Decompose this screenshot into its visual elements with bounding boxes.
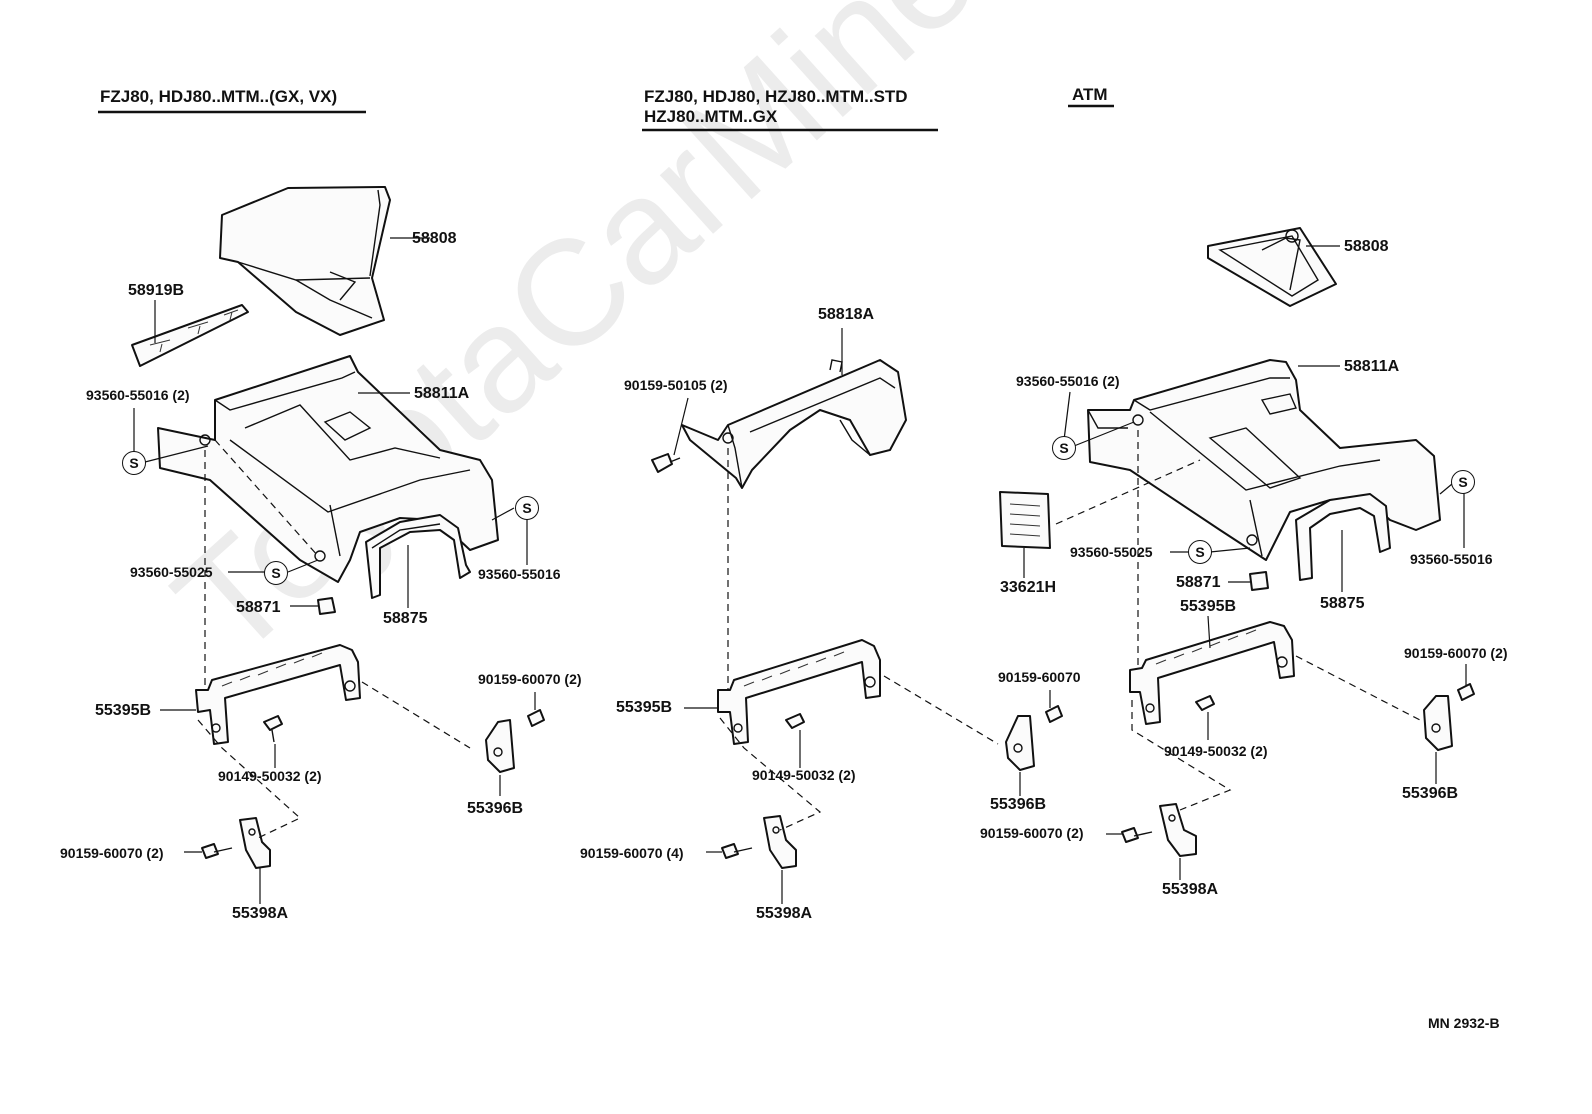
label-55395b-left: 55395B: [95, 702, 152, 719]
middle-section-heading-line1: FZJ80, HDJ80, HZJ80..MTM..STD: [644, 87, 908, 106]
left-plate-58919b: [131, 304, 249, 367]
label-58818a: 58818A: [818, 306, 875, 323]
middle-bolt-90159-60070: [1045, 705, 1063, 723]
diagram-code: MN 2932-B: [1428, 1015, 1500, 1031]
right-bolt-90159-a: [1457, 683, 1475, 701]
left-bracket-55395b: [195, 644, 361, 745]
label-58871-left: 58871: [236, 599, 281, 616]
label-58871-right: 58871: [1176, 574, 1221, 591]
label-93560-55016-right: 93560-55016: [1410, 551, 1493, 567]
label-58811a-right: 58811A: [1344, 358, 1400, 375]
middle-bolt-90159-60070-4: [721, 843, 753, 859]
label-55395b-right: 55395B: [1180, 598, 1237, 615]
label-90159-60070-2-right-a: 90159-60070 (2): [1404, 645, 1508, 661]
label-55396b-right: 55396B: [1402, 785, 1459, 802]
left-clip-58871: [317, 597, 336, 615]
label-90159-60070-2-left-b: 90159-60070 (2): [60, 845, 164, 861]
middle-console-58818a: [681, 359, 907, 489]
left-shift-boot-58808: [219, 186, 391, 336]
left-screw-90149: [263, 715, 283, 743]
right-bracket-55398a: [1159, 803, 1197, 857]
s-symbol-right-2: S: [1188, 540, 1212, 564]
middle-bracket-55395b: [717, 639, 881, 745]
right-console-58811a: [1087, 359, 1441, 561]
middle-screw-90149: [785, 713, 805, 729]
label-55398a-middle: 55398A: [756, 905, 813, 922]
label-90159-60070-2-right-b: 90159-60070 (2): [980, 825, 1084, 841]
label-90159-60070-4: 90159-60070 (4): [580, 845, 684, 861]
label-58875-right: 58875: [1320, 595, 1365, 612]
label-33621h: 33621H: [1000, 579, 1057, 596]
label-55396b-left: 55396B: [467, 800, 524, 817]
label-93560-55016-left: 93560-55016: [478, 566, 561, 582]
right-shift-boot-58808: [1207, 227, 1337, 307]
middle-screw-90159-50105: [651, 453, 681, 473]
s-symbol-right-1: S: [1052, 436, 1076, 460]
label-58811a-left: 58811A: [414, 385, 470, 402]
right-section-heading: ATM: [1072, 85, 1108, 104]
right-clip-58871: [1249, 571, 1269, 591]
left-trim-58875: [365, 514, 471, 599]
left-bracket-55398a: [239, 817, 271, 869]
middle-bracket-55398a: [763, 815, 797, 869]
right-bracket-55396b: [1423, 695, 1453, 751]
left-section-heading: FZJ80, HDJ80..MTM..(GX, VX): [100, 87, 338, 106]
right-label-33621h: [999, 491, 1051, 549]
left-bolt-90159-a: [527, 709, 545, 727]
right-bracket-55395b: [1129, 621, 1295, 725]
label-58808-right: 58808: [1344, 238, 1389, 255]
left-bracket-55396b: [485, 719, 515, 773]
label-90149-50032-2-middle: 90149-50032 (2): [752, 767, 856, 783]
label-55398a-left: 55398A: [232, 905, 289, 922]
label-55395b-middle: 55395B: [616, 699, 673, 716]
label-90159-60070-middle: 90159-60070: [998, 669, 1081, 685]
left-bolt-90159-b: [201, 843, 233, 859]
label-93560-55016-2-right: 93560-55016 (2): [1016, 373, 1120, 389]
right-screw-90149: [1195, 695, 1215, 711]
label-93560-55016-2-left: 93560-55016 (2): [86, 387, 190, 403]
label-90149-50032-2-left: 90149-50032 (2): [218, 768, 322, 784]
label-58919b: 58919B: [128, 282, 185, 299]
label-93560-55025-right: 93560-55025: [1070, 544, 1153, 560]
label-90149-50032-2-right: 90149-50032 (2): [1164, 743, 1268, 759]
s-symbol-right-3: S: [1451, 470, 1475, 494]
right-trim-58875: [1295, 493, 1391, 581]
s-symbol-left-1: S: [122, 451, 146, 475]
label-58875-left: 58875: [383, 610, 428, 627]
label-93560-55025-left: 93560-55025: [130, 564, 213, 580]
label-55396b-middle: 55396B: [990, 796, 1047, 813]
left-console-58811a: [157, 355, 499, 583]
middle-bracket-55396b: [1005, 715, 1035, 771]
middle-section-heading-line2: HZJ80..MTM..GX: [644, 107, 778, 126]
s-symbol-left-3: S: [515, 496, 539, 520]
right-bolt-90159-b: [1121, 827, 1153, 843]
label-90159-50105-2: 90159-50105 (2): [624, 377, 728, 393]
label-58808-left: 58808: [412, 230, 457, 247]
label-55398a-right: 55398A: [1162, 881, 1219, 898]
label-90159-60070-2-left-a: 90159-60070 (2): [478, 671, 582, 687]
s-symbol-left-2: S: [264, 561, 288, 585]
